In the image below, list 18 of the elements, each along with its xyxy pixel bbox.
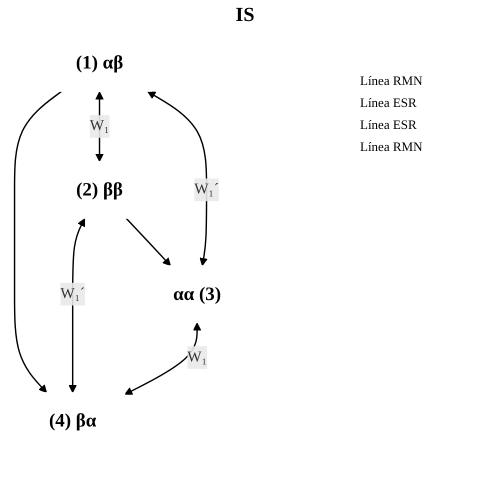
node-text: (1) αβ — [76, 52, 124, 74]
title: IS — [234, 4, 256, 27]
node-text: (4) βα — [48, 410, 96, 432]
arrow — [124, 322, 202, 395]
arrow — [126, 218, 171, 266]
edge-label: W₁ — [90, 118, 110, 134]
edge-label: W₁´ — [194, 181, 219, 198]
note-text: Línea RMN — [360, 139, 424, 155]
arrow — [95, 91, 104, 162]
arrow — [147, 91, 208, 266]
edge-label: W₁´ — [60, 286, 85, 302]
node-text: αα (3) — [173, 284, 222, 305]
note-text: Línea RMN — [360, 73, 424, 89]
node-text: (2) ββ — [76, 179, 123, 200]
note-text: Línea ESR — [360, 117, 418, 133]
edge-label: W₁ — [187, 349, 207, 366]
note-text: Línea ESR — [360, 95, 418, 111]
arrow — [14, 90, 62, 393]
